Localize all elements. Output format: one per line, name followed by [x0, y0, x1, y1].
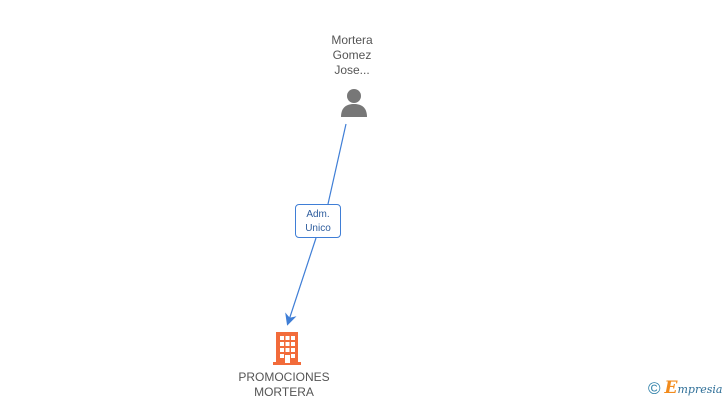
edge-line-upper	[327, 123, 347, 205]
company-label-line-2: MORTERA	[254, 385, 314, 399]
edge-label-line-2: Unico	[305, 223, 331, 234]
company-node-label[interactable]: PROMOCIONES MORTERA	[214, 370, 354, 400]
person-node-label[interactable]: Mortera Gomez Jose...	[302, 33, 402, 78]
copyright-credit: © E mpresia	[648, 378, 722, 398]
edge-label-line-1: Adm.	[306, 209, 330, 220]
person-label-line-3: Jose...	[334, 63, 370, 77]
person-label-line-1: Mortera	[331, 33, 373, 47]
edge-line-lower	[285, 237, 317, 326]
company-label-line-1: PROMOCIONES	[238, 370, 330, 384]
building-icon[interactable]	[271, 330, 303, 366]
person-icon[interactable]	[338, 88, 370, 118]
brand-logo-initial: E	[664, 378, 678, 398]
edge-role-label[interactable]: Adm. Unico	[295, 204, 341, 238]
brand-logo-text: mpresia	[677, 383, 723, 396]
brand-logo[interactable]: E mpresia	[665, 378, 723, 398]
person-label-line-2: Gomez	[332, 48, 372, 62]
copyright-icon: ©	[648, 378, 661, 398]
